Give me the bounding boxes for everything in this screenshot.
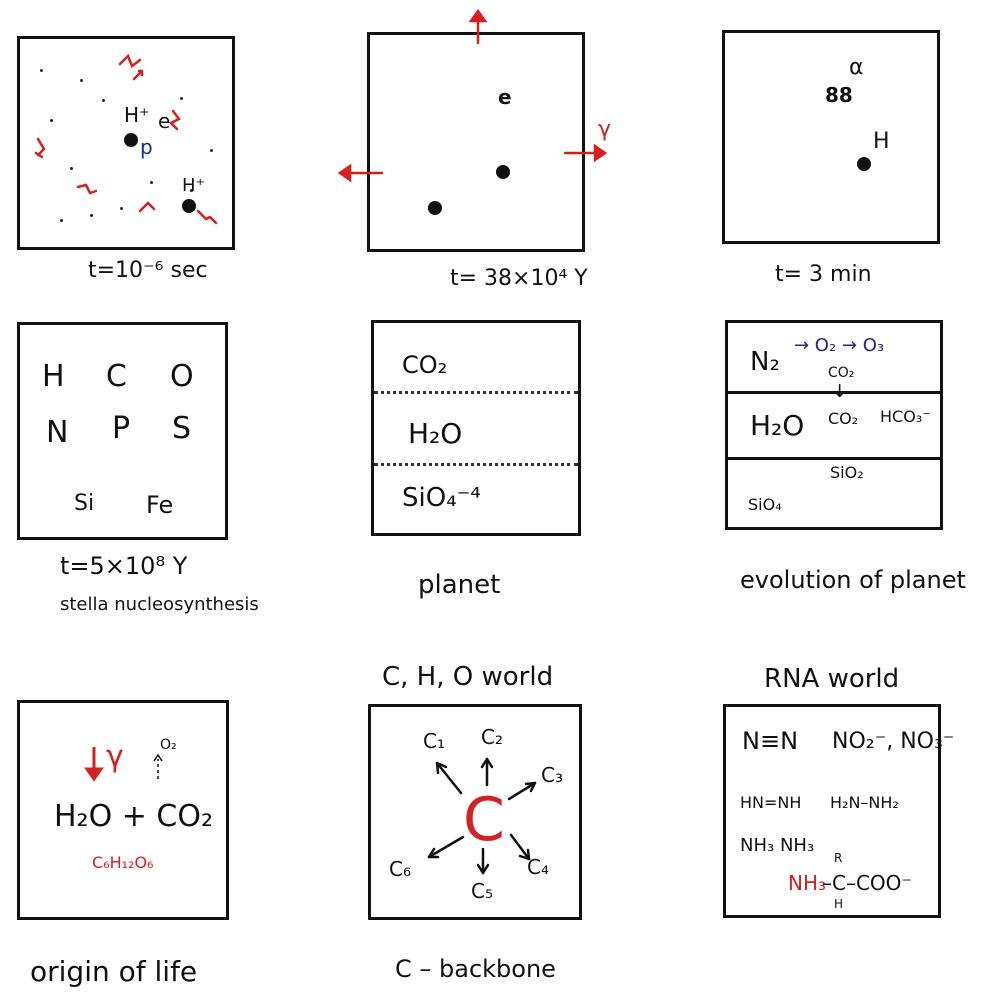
amine-label: NH₃ [788, 871, 827, 895]
caption-evolution-of-planet: evolution of planet [740, 566, 966, 594]
layer-co2: CO₂ [402, 351, 448, 379]
h-plus-label: H⁺ [124, 103, 150, 127]
element-o: O [170, 359, 194, 394]
element-c: C [106, 359, 127, 394]
e-label: e [158, 109, 171, 133]
caption-stella-nucleosynthesis: stella nucleosynthesis [60, 594, 259, 615]
panel-nucleosynthesis: α 88 H [722, 30, 940, 244]
branch-c2: C₂ [481, 725, 503, 749]
element-fe: Fe [146, 491, 174, 519]
element-p: P [112, 411, 131, 446]
dinitrogen-label: N≡N [742, 727, 799, 755]
caption-origin-of-life: origin of life [30, 955, 198, 988]
photon-arrows [337, 8, 608, 183]
atom-dot [496, 165, 510, 179]
atom-dot [428, 201, 442, 215]
panel-planet: CO₂ H₂O SiO₄⁻⁴ [371, 320, 581, 536]
hco3-label: HCO₃⁻ [880, 407, 931, 426]
h-label: H [873, 129, 890, 154]
branch-c1: C₁ [423, 729, 445, 753]
gamma-label: γ [106, 739, 124, 774]
element-s: S [172, 411, 192, 446]
panel-elements: H C O N P S Si Fe [17, 322, 228, 540]
element-h: H [42, 359, 65, 394]
title-rna-world: RNA world [764, 664, 900, 694]
title-cho-world: C, H, O world [382, 662, 554, 692]
p-label: p [140, 135, 153, 159]
center-carbon: C [463, 785, 505, 855]
h-plus-label: H⁺ [182, 175, 206, 196]
r-group-label: R [834, 851, 843, 865]
gamma-label: γ [598, 117, 612, 142]
photon-arrows [34, 53, 218, 225]
n2-label: N₂ [750, 347, 780, 377]
h-nucleus-dot [857, 157, 871, 171]
panel-c-backbone: C C₁ C₂ C₃ C₄ C₅ C₆ [368, 704, 582, 920]
panel-planet-evolution: N₂ → O₂ → O₃ CO₂ ↓ H₂O CO₂ HCO₃⁻ SiO₂ Si… [725, 320, 943, 530]
caption-c-backbone: C – backbone [395, 955, 556, 983]
o2-label: O₂ [160, 737, 177, 753]
proton-dot [182, 199, 196, 213]
branch-c4: C₄ [527, 855, 549, 879]
layer-divider [728, 391, 940, 394]
panel-early-universe: H⁺ p e H⁺ [17, 36, 235, 250]
element-n: N [46, 415, 69, 450]
backbone-arrows [427, 757, 537, 875]
branch-c6: C₆ [389, 857, 411, 881]
photon-arrow [84, 747, 163, 782]
equation-label: H₂O + CO₂ [54, 799, 213, 834]
branch-c5: C₅ [471, 879, 493, 903]
caption-t-3: t= 3 min [775, 262, 872, 287]
element-si: Si [74, 491, 95, 516]
co2-mid-label: CO₂ [828, 409, 859, 428]
caption-t-4: t=5×10⁸ Y [60, 552, 188, 580]
branch-c3: C₃ [541, 763, 563, 787]
nitrites-label: NO₂⁻, NO₃⁻ [832, 729, 955, 754]
caption-t-2: t= 38×10⁴ Y [450, 266, 588, 291]
proton-dot [124, 133, 138, 147]
amino-backbone-label: –C–COO⁻ [822, 871, 912, 895]
layer-sio4: SiO₄⁻⁴ [402, 483, 481, 513]
panel-recombination: γ e [337, 8, 611, 252]
down-arrow: ↓ [832, 381, 848, 402]
diazene-label: HN=NH [740, 793, 802, 812]
h-label: H [834, 897, 844, 911]
layer-divider [728, 457, 940, 460]
o2-o3-label: → O₂ → O₃ [794, 335, 885, 356]
sio4-label: SiO₄ [748, 495, 782, 514]
co2-top-label: CO₂ [828, 365, 855, 381]
layer-divider [374, 463, 578, 466]
alpha-label: α [849, 55, 864, 80]
sio2-label: SiO₂ [830, 463, 864, 482]
glucose-label: C₆H₁₂O₆ [92, 853, 154, 872]
panel-rna-world: N≡N NO₂⁻, NO₃⁻ HN=NH H₂N–NH₂ NH₃ NH₃ R N… [723, 704, 954, 918]
alpha-particle: 88 [825, 83, 853, 107]
hydrazine-label: H₂N–NH₂ [830, 793, 899, 812]
caption-planet: planet [418, 570, 501, 600]
e-label: e [498, 85, 512, 109]
caption-t-1: t=10⁻⁶ sec [88, 258, 208, 283]
h2o-label: H₂O [750, 409, 805, 442]
layer-divider [374, 391, 578, 394]
panel-origin-of-life: γ O₂ H₂O + CO₂ C₆H₁₂O₆ [17, 700, 229, 920]
layer-h2o: H₂O [408, 417, 463, 450]
ammonia-label: NH₃ NH₃ [740, 835, 815, 856]
